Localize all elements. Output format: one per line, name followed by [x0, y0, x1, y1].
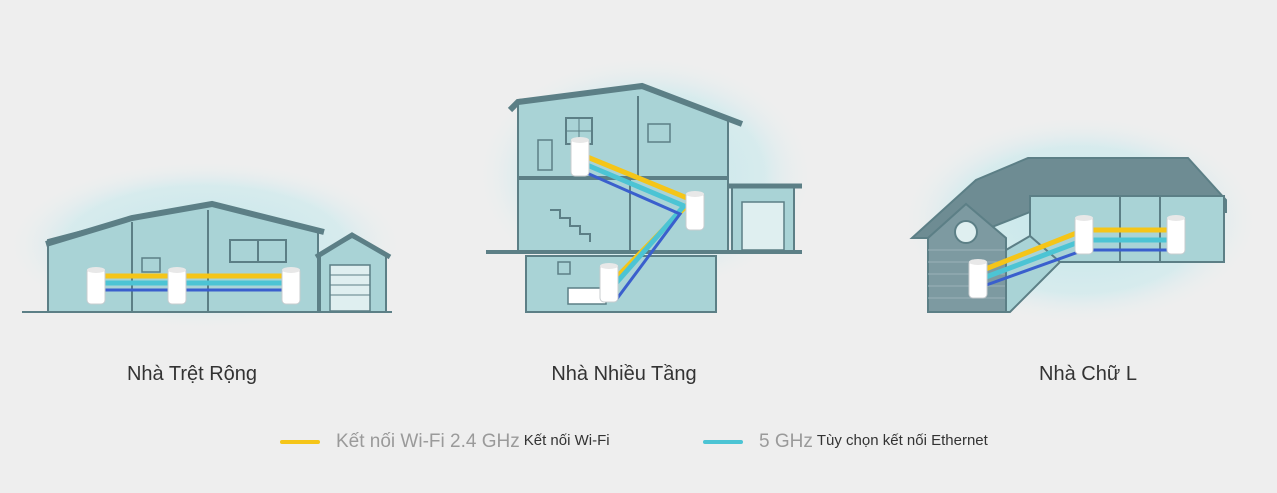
- mesh-unit-back: [1166, 215, 1186, 255]
- multi-storey-house-illustration: [475, 55, 815, 313]
- single-storey-house-illustration: [5, 160, 405, 330]
- scene-caption: Nhà Trệt Rộng: [126, 363, 258, 385]
- mesh-unit-center: [1074, 215, 1094, 255]
- mesh-unit-front: [968, 259, 988, 299]
- legend-secondary-label: Kết nối Wi-Fi: [523, 431, 610, 449]
- scene-l-shaped: Nhà Chữ L: [880, 0, 1260, 385]
- legend-primary-label: Kết nối Wi-Fi 2.4 GHz: [336, 431, 520, 452]
- mesh-unit-2: [167, 267, 187, 305]
- legend-secondary-label: Tùy chọn kết nối Ethernet: [816, 431, 988, 449]
- legend-swatch-cyan: [703, 440, 743, 444]
- mesh-unit-1: [86, 267, 106, 305]
- scene-caption: Nhà Nhiều Tầng: [551, 363, 697, 385]
- mesh-unit-top: [570, 137, 590, 177]
- scene-single-storey: Nhà Trệt Rộng: [0, 0, 420, 385]
- legend-item-wifi-24: Kết nối Wi-Fi 2.4 GHz Kết nối Wi-Fi: [280, 428, 610, 456]
- scene-multi-storey: Nhà Nhiều Tầng: [470, 0, 820, 385]
- mesh-unit-middle: [685, 191, 705, 231]
- legend-swatch-yellow: [280, 440, 320, 444]
- mesh-unit-3: [281, 267, 301, 305]
- legend-primary-label: 5 GHz: [759, 431, 813, 452]
- mesh-unit-bottom: [599, 263, 619, 303]
- l-shaped-house-illustration: [900, 115, 1260, 325]
- legend-item-5ghz: 5 GHz Tùy chọn kết nối Ethernet: [703, 428, 988, 456]
- scene-caption: Nhà Chữ L: [1039, 363, 1137, 385]
